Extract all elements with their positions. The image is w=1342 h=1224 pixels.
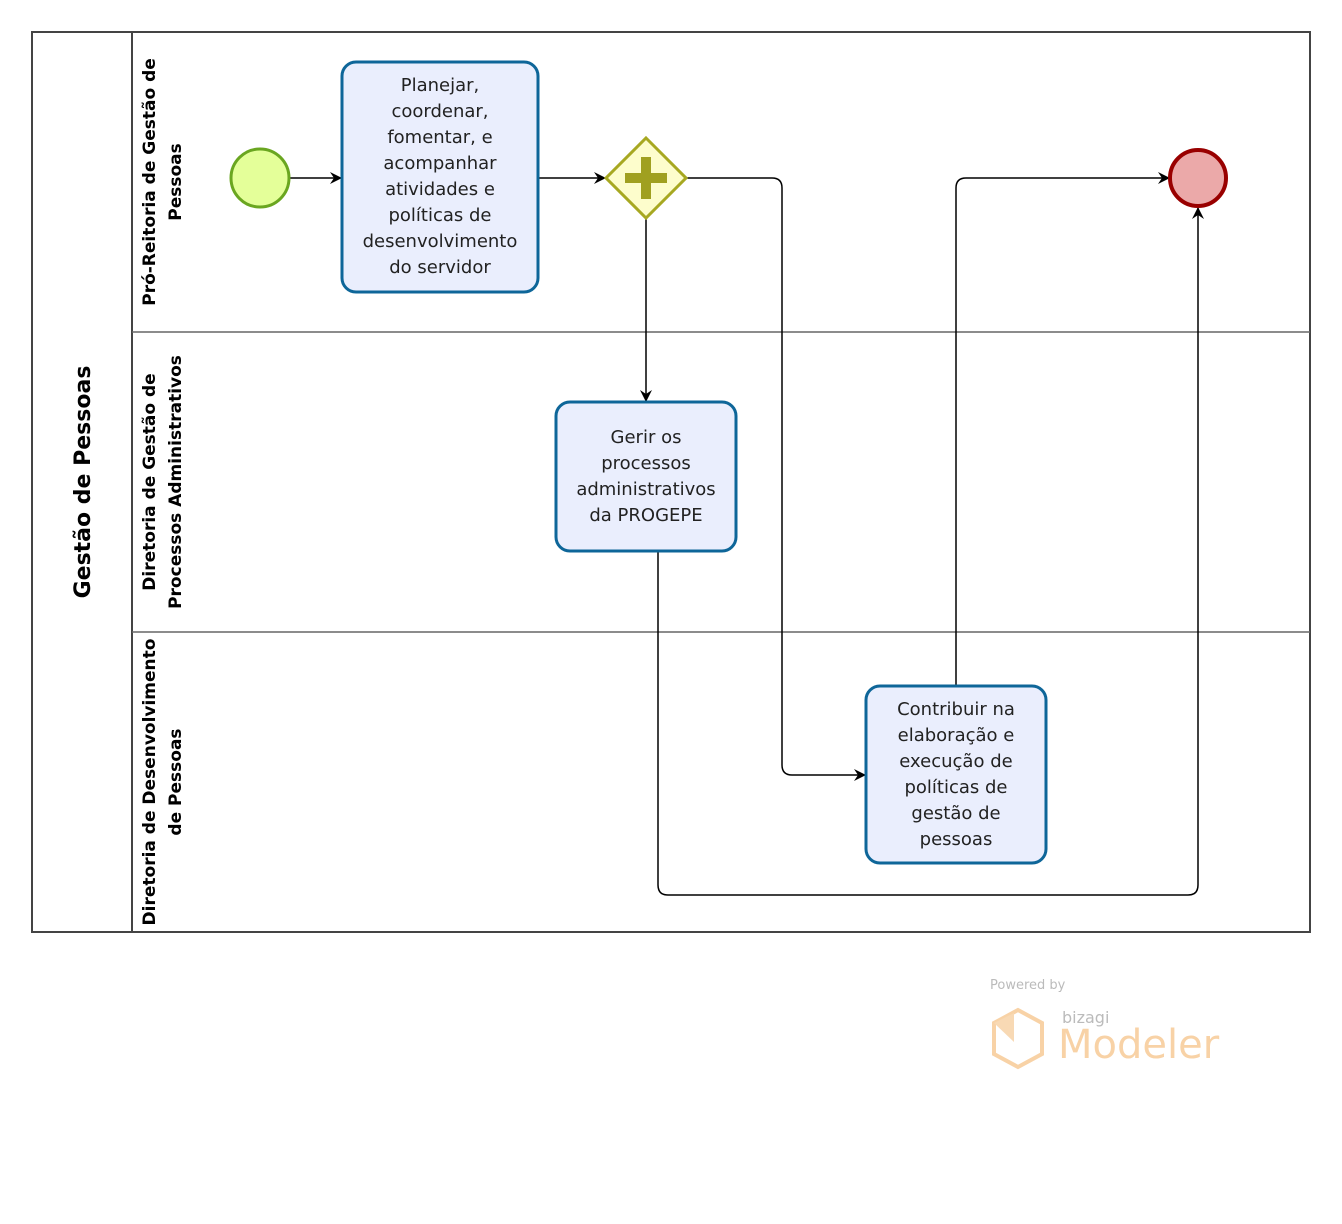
flow-task2-to-end[interactable] [657,207,1204,896]
task-3-label: Contribuir na elaboração e execução de p… [897,698,1015,850]
task-1-box[interactable] [340,60,540,294]
bizagi-cube-icon [992,1007,1044,1070]
parallel-gateway[interactable] [603,135,689,221]
flow-task3-to-end[interactable] [955,172,1170,686]
end-event[interactable] [1168,148,1228,208]
pool-title: Gestão de Pessoas [71,366,96,599]
bizagi-modeler-watermark: Powered by bizagi Modeler [990,978,1240,1078]
plus-icon [625,157,667,199]
bizagi-brand: bizagi [1062,1008,1110,1027]
task-2-label: Gerir os processos administrativos da PR… [576,426,716,526]
task-1-label: Planejar, coordenar, fomentar, e acompan… [362,75,518,278]
powered-by-text: Powered by [990,978,1066,993]
task-2-box[interactable] [554,400,738,553]
task-3-box[interactable] [864,684,1048,865]
flow-gateway-to-task3[interactable] [686,177,866,781]
start-event[interactable] [229,147,291,209]
sequence-flows [290,172,1204,896]
modeler-brand: Modeler [1058,1022,1220,1068]
